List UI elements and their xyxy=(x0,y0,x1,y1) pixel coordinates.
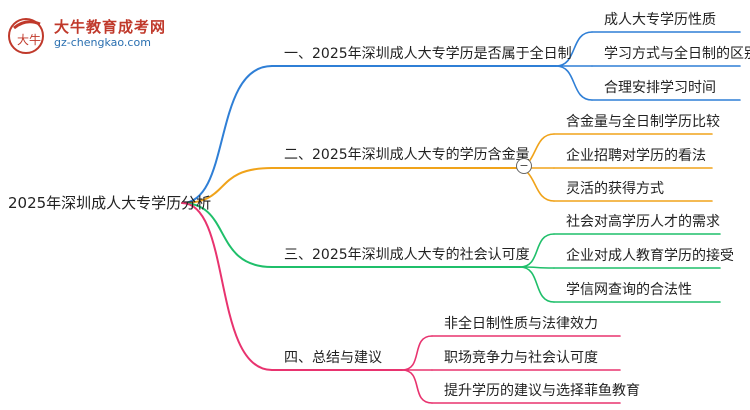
branch-3-label[interactable]: 三、2025年深圳成人大专的社会认可度 xyxy=(284,247,530,263)
branch-1-item-3[interactable]: 合理安排学习时间 xyxy=(604,80,716,96)
branch-4-label[interactable]: 四、总结与建议 xyxy=(284,350,382,366)
branch-4-item-2[interactable]: 职场竞争力与社会认可度 xyxy=(444,350,598,366)
branch-1-connector xyxy=(181,65,273,204)
branch-1-leaf-1-connector xyxy=(555,31,593,67)
branch-1-item-1[interactable]: 成人大专学历性质 xyxy=(604,12,716,28)
branch-3-connector xyxy=(181,202,273,268)
branch-4-leaf-3-connector xyxy=(401,369,433,404)
branch-1-leaf-3-connector xyxy=(555,65,593,101)
branch-2-label[interactable]: 二、2025年深圳成人大专的学历含金量 xyxy=(284,147,530,163)
site-logo[interactable]: 大牛 大牛教育成考网 gz-chengkao.com xyxy=(6,14,206,58)
branch-4-connector xyxy=(181,202,273,371)
branch-4-item-1[interactable]: 非全日制性质与法律效力 xyxy=(444,316,598,332)
branch-1-label[interactable]: 一、2025年深圳成人大专学历是否属于全日制 xyxy=(284,46,572,62)
logo-mark-text: 大牛 xyxy=(17,32,41,47)
logo-url: gz-chengkao.com xyxy=(54,36,151,49)
logo-title: 大牛教育成考网 xyxy=(54,18,167,36)
branch-2-item-2[interactable]: 企业招聘对学历的看法 xyxy=(566,148,706,164)
branch-3-item-3[interactable]: 学信网查询的合法性 xyxy=(566,282,692,298)
branch-3-leaf-1-connector xyxy=(519,233,555,268)
logo-mark-icon: 大牛 xyxy=(8,18,44,54)
branch-3-item-2[interactable]: 企业对成人教育学历的接受 xyxy=(566,248,734,264)
branch-2-item-1[interactable]: 含金量与全日制学历比较 xyxy=(566,114,720,130)
branch-3-leaf-3-connector xyxy=(519,266,555,303)
branch-2-collapse-button[interactable]: − xyxy=(516,158,532,174)
branch-3-item-1[interactable]: 社会对高学历人才的需求 xyxy=(566,214,720,230)
branch-4-leaf-1-connector xyxy=(401,335,433,371)
branch-2-connector xyxy=(181,167,273,204)
root-node[interactable]: 2025年深圳成人大专学历分析 xyxy=(8,194,212,212)
branch-4-item-3[interactable]: 提升学历的建议与选择菲鱼教育 xyxy=(444,383,640,399)
branch-2-item-3[interactable]: 灵活的获得方式 xyxy=(566,181,664,197)
branch-1-item-2[interactable]: 学习方式与全日制的区别 xyxy=(604,46,750,62)
